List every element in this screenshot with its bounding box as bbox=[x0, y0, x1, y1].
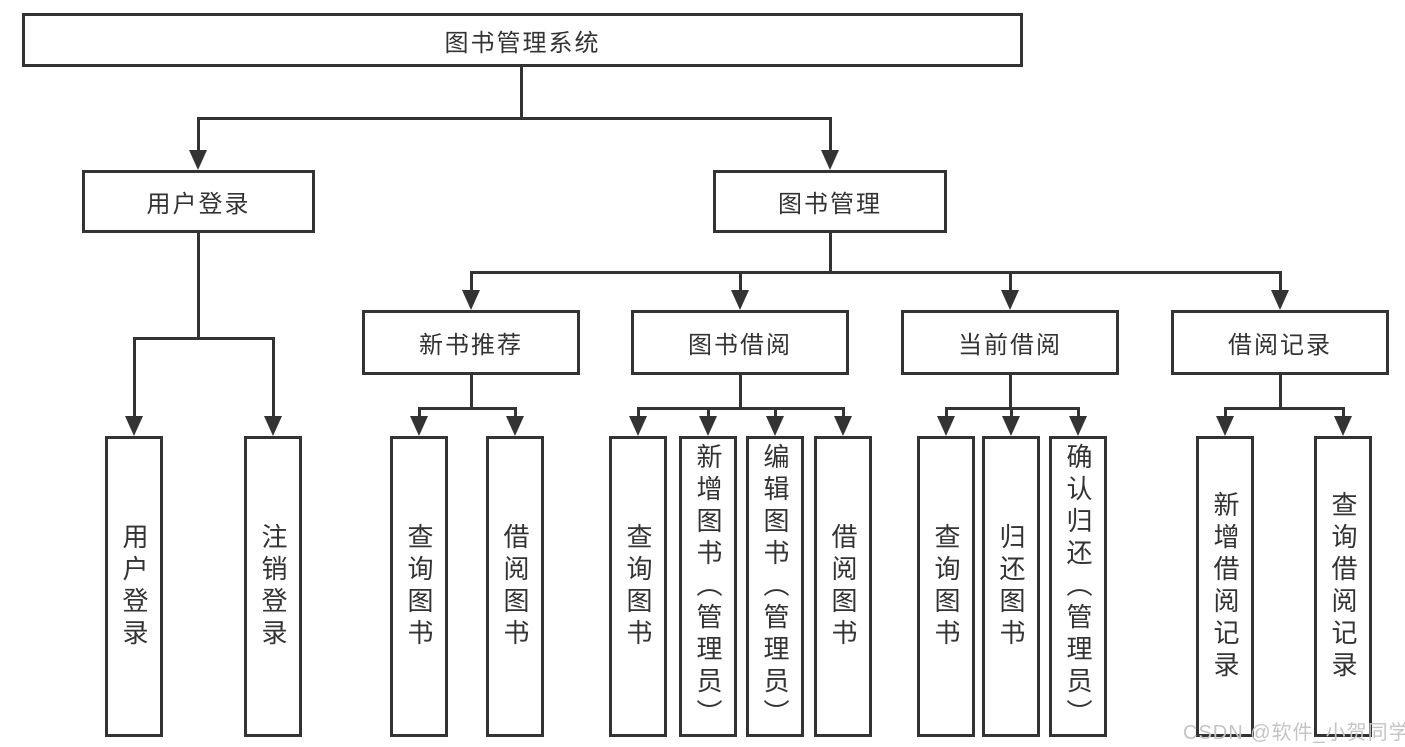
connector-line bbox=[133, 337, 275, 340]
leaf-add-borrow-record: 新增借阅记录 bbox=[1196, 436, 1254, 737]
connector-line bbox=[637, 409, 640, 419]
node-user-login: 用户登录 bbox=[82, 170, 315, 233]
leaf-label: 新增借阅记录 bbox=[1210, 490, 1240, 683]
connector-line bbox=[739, 273, 742, 292]
leaf-query-borrow-record: 查询借阅记录 bbox=[1314, 436, 1372, 737]
connector-line bbox=[1224, 407, 1345, 410]
connector-line bbox=[1224, 409, 1227, 419]
arrowhead-down bbox=[1001, 290, 1019, 310]
connector-line bbox=[470, 375, 473, 409]
connector-line bbox=[1010, 409, 1013, 419]
node-book-borrow: 图书借阅 bbox=[631, 310, 849, 375]
connector-line bbox=[272, 339, 275, 418]
arrowhead-down bbox=[1002, 416, 1020, 436]
leaf-query-books-recommend: 查询图书 bbox=[390, 436, 448, 737]
leaf-add-book-admin: 新增图书（管理员） bbox=[679, 436, 737, 737]
leaf-label: 查询图书 bbox=[623, 522, 653, 651]
leaf-label: 确认归还（管理员） bbox=[1063, 442, 1093, 731]
arrowhead-down bbox=[629, 416, 647, 436]
connector-line bbox=[197, 117, 832, 120]
watermark: CSDN @软件_小贺同学 bbox=[1183, 722, 1405, 744]
arrowhead-down bbox=[1069, 416, 1087, 436]
node-label: 图书管理 bbox=[778, 191, 882, 218]
connector-line bbox=[418, 407, 517, 410]
arrowhead-down bbox=[189, 150, 207, 170]
leaf-label: 查询图书 bbox=[404, 522, 434, 651]
node-label: 当前借阅 bbox=[958, 332, 1062, 359]
node-label: 新书推荐 bbox=[419, 332, 523, 359]
connector-line bbox=[829, 233, 832, 273]
node-borrow-records: 借阅记录 bbox=[1171, 310, 1389, 375]
connector-line bbox=[133, 339, 136, 418]
leaf-user-login: 用户登录 bbox=[105, 436, 163, 737]
connector-line bbox=[418, 409, 421, 419]
node-label: 借阅记录 bbox=[1228, 332, 1332, 359]
leaf-label: 借阅图书 bbox=[500, 522, 530, 651]
connector-line bbox=[1009, 375, 1012, 409]
leaf-borrow-books-2: 借阅图书 bbox=[814, 436, 872, 737]
connector-line bbox=[197, 233, 200, 339]
connector-line bbox=[1279, 273, 1282, 292]
connector-line bbox=[945, 407, 1080, 410]
arrowhead-down bbox=[766, 416, 784, 436]
arrowhead-down bbox=[821, 150, 839, 170]
leaf-label: 编辑图书（管理员） bbox=[760, 442, 790, 731]
connector-line bbox=[829, 119, 832, 153]
arrowhead-down bbox=[410, 416, 428, 436]
connector-line bbox=[514, 409, 517, 419]
leaf-label: 新增图书（管理员） bbox=[693, 442, 723, 731]
connector-line bbox=[774, 409, 777, 419]
node-label: 用户登录 bbox=[146, 191, 251, 218]
leaf-label: 用户登录 bbox=[119, 522, 149, 651]
connector-line bbox=[470, 273, 473, 292]
connector-line bbox=[520, 67, 523, 119]
arrowhead-down bbox=[937, 416, 955, 436]
arrowhead-down bbox=[462, 290, 480, 310]
arrowhead-down bbox=[506, 416, 524, 436]
connector-line bbox=[739, 375, 742, 409]
connector-line bbox=[197, 119, 200, 153]
leaf-label: 借阅图书 bbox=[828, 522, 858, 651]
connector-line bbox=[1342, 409, 1345, 419]
leaf-edit-book-admin: 编辑图书（管理员） bbox=[746, 436, 804, 737]
node-new-book-recommend: 新书推荐 bbox=[362, 310, 580, 375]
leaf-label: 归还图书 bbox=[996, 522, 1026, 651]
arrowhead-down bbox=[1334, 416, 1352, 436]
leaf-label: 查询图书 bbox=[931, 522, 961, 651]
node-book-management: 图书管理 bbox=[713, 170, 947, 233]
leaf-label: 查询借阅记录 bbox=[1328, 490, 1358, 683]
node-library-system: 图书管理系统 bbox=[22, 13, 1023, 67]
leaf-return-books: 归还图书 bbox=[982, 436, 1040, 737]
node-label: 图书借阅 bbox=[688, 332, 792, 359]
connector-line bbox=[1077, 409, 1080, 419]
arrowhead-down bbox=[1216, 416, 1234, 436]
arrowhead-down bbox=[731, 290, 749, 310]
node-current-borrow: 当前借阅 bbox=[901, 310, 1119, 375]
connector-line bbox=[1009, 273, 1012, 292]
arrowhead-down bbox=[125, 416, 143, 436]
connector-line bbox=[637, 407, 845, 410]
connector-line bbox=[945, 409, 948, 419]
leaf-logout: 注销登录 bbox=[244, 436, 302, 737]
leaf-confirm-return-admin: 确认归还（管理员） bbox=[1049, 436, 1107, 737]
leaf-label: 注销登录 bbox=[258, 522, 288, 651]
arrowhead-down bbox=[264, 416, 282, 436]
connector-line bbox=[470, 271, 1282, 274]
connector-line bbox=[707, 409, 710, 419]
leaf-query-books-current: 查询图书 bbox=[917, 436, 975, 737]
leaf-borrow-books-recommend: 借阅图书 bbox=[486, 436, 544, 737]
arrowhead-down bbox=[1271, 290, 1289, 310]
arrowhead-down bbox=[699, 416, 717, 436]
node-label: 图书管理系统 bbox=[444, 29, 601, 57]
connector-line bbox=[842, 409, 845, 419]
leaf-query-books-borrow: 查询图书 bbox=[609, 436, 667, 737]
arrowhead-down bbox=[834, 416, 852, 436]
connector-line bbox=[1279, 375, 1282, 409]
